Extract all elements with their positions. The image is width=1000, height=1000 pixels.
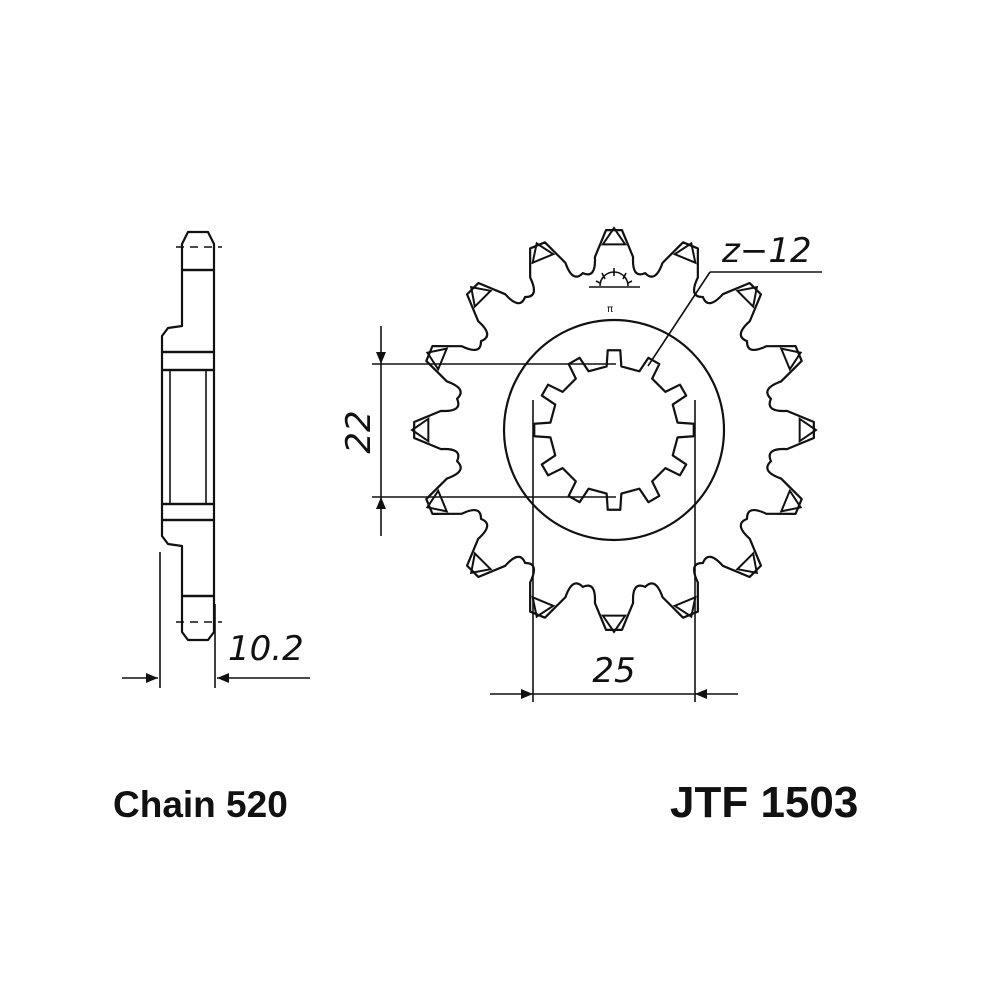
height-dimension: 22: [339, 410, 379, 453]
manufacturer-logo: π: [589, 268, 640, 315]
tooth-tip-mark: [531, 241, 556, 265]
tooth-tip-mark: [410, 416, 430, 444]
side-view: 10.2: [122, 230, 310, 688]
tooth-tip-mark: [425, 347, 449, 372]
spline-teeth-label: z−12: [721, 231, 812, 271]
hub-circle: [502, 318, 726, 542]
tooth-tip-mark: [779, 488, 803, 513]
part-number: JTF 1503: [670, 778, 859, 827]
width-dimension: 25: [592, 651, 635, 691]
spline-outline: [533, 349, 695, 511]
tooth-tip-mark: [672, 595, 697, 619]
tooth-tip-mark: [469, 285, 493, 309]
thickness-dimension: 10.2: [228, 629, 304, 669]
tooth-tip-mark: [672, 241, 697, 265]
front-view: π z−12 22 25: [339, 226, 822, 702]
tooth-tip-mark: [600, 614, 628, 634]
svg-text:π: π: [607, 304, 613, 315]
tooth-tip-mark: [531, 595, 556, 619]
tooth-tip-mark: [735, 551, 759, 575]
tooth-tip-mark: [425, 488, 449, 513]
tooth-tip-mark: [735, 285, 759, 309]
tooth-tip-mark: [469, 551, 493, 575]
tooth-tip-marks: [410, 226, 818, 634]
sprocket-outline: [413, 229, 815, 631]
tooth-tip-mark: [798, 416, 818, 444]
tooth-tip-mark: [600, 226, 628, 246]
tooth-tip-mark: [779, 347, 803, 372]
chain-label: Chain 520: [113, 784, 288, 825]
